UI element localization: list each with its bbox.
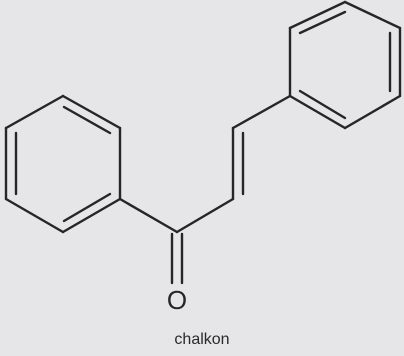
right-benzene-ring bbox=[288, 0, 402, 130]
oxygen-atom-label: O bbox=[167, 285, 187, 315]
bond bbox=[288, 94, 347, 130]
structure-caption: chalkon bbox=[174, 331, 230, 348]
bond bbox=[4, 94, 65, 130]
bond bbox=[118, 197, 179, 234]
bond bbox=[61, 197, 122, 234]
aromatic-inner-bond bbox=[62, 105, 112, 135]
aromatic-inner-bond bbox=[298, 89, 347, 120]
bond bbox=[175, 197, 235, 234]
bond bbox=[4, 197, 65, 234]
bond bbox=[343, 94, 402, 130]
bond bbox=[61, 94, 122, 130]
left-benzene-ring bbox=[4, 94, 122, 234]
bond bbox=[343, 0, 402, 30]
aromatic-inner-bond bbox=[62, 192, 112, 223]
bond bbox=[288, 0, 347, 30]
enone-chain bbox=[118, 94, 292, 285]
aromatic-inner-bond bbox=[298, 10, 347, 35]
bond bbox=[231, 94, 292, 130]
